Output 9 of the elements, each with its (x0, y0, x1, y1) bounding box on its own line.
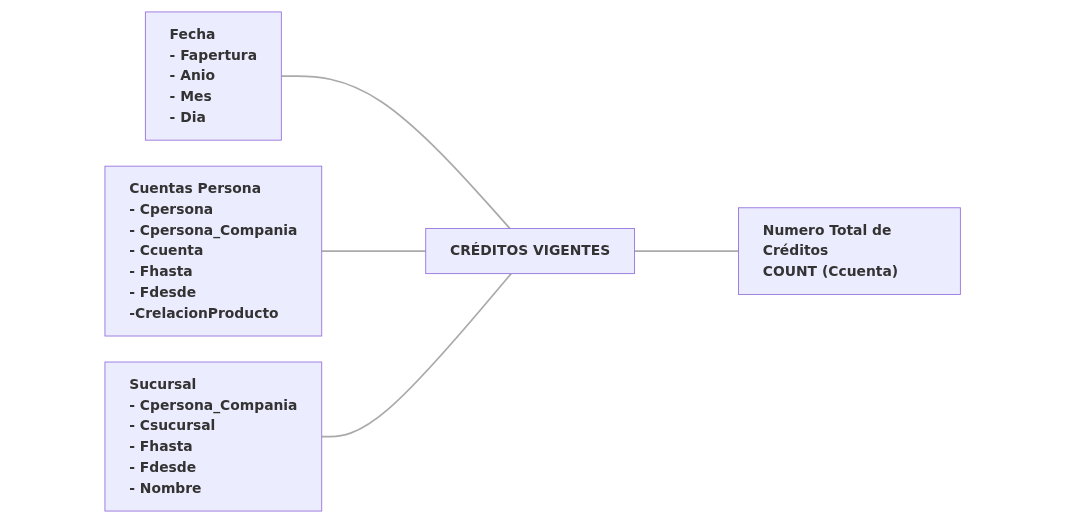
node-box: Fecha - Fapertura - Anio - Mes - Dia (145, 11, 283, 141)
node-box: Sucursal - Cpersona_Compania - Csucursal - Fhasta - Fdesde - Nombre (104, 361, 323, 512)
connector (634, 250, 740, 252)
connector (321, 272, 513, 438)
node-box: Cuentas Persona - Cpersona - Cpersona_Compania - Ccuenta - Fhasta - Fdesde -CrelacionProducto (104, 165, 323, 337)
node-box: Numero Total de Créditos COUNT (Ccuenta) (738, 207, 962, 295)
node-box: CRÉDITOS VIGENTES (425, 228, 636, 275)
connector (321, 250, 427, 252)
connector (280, 75, 512, 230)
